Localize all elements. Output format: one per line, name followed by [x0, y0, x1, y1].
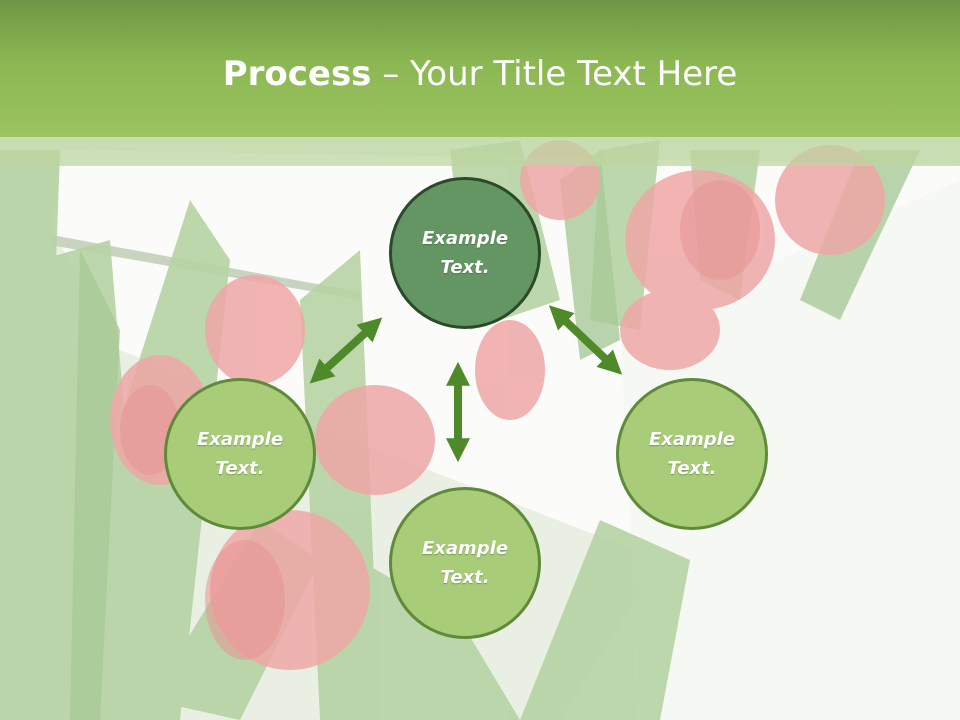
- title-bar-band: [0, 137, 960, 166]
- node-bottom: Example Text.: [389, 487, 541, 639]
- node-left: Example Text.: [164, 378, 316, 530]
- title-text: – Your Title Text Here: [371, 54, 738, 94]
- node-top-label: Example Text.: [421, 228, 509, 278]
- node-top: Example Text.: [389, 177, 541, 329]
- title-keyword: Process: [222, 54, 372, 94]
- node-right-label: Example Text.: [648, 429, 736, 479]
- node-left-label: Example Text.: [196, 429, 284, 479]
- node-bottom-label: Example Text.: [421, 538, 509, 588]
- arrow-top-left: [309, 317, 383, 384]
- slide-title: Process – Your Title Text Here: [0, 52, 960, 96]
- arrow-top-right: [548, 305, 623, 375]
- title-bar: [0, 0, 960, 137]
- node-right: Example Text.: [616, 378, 768, 530]
